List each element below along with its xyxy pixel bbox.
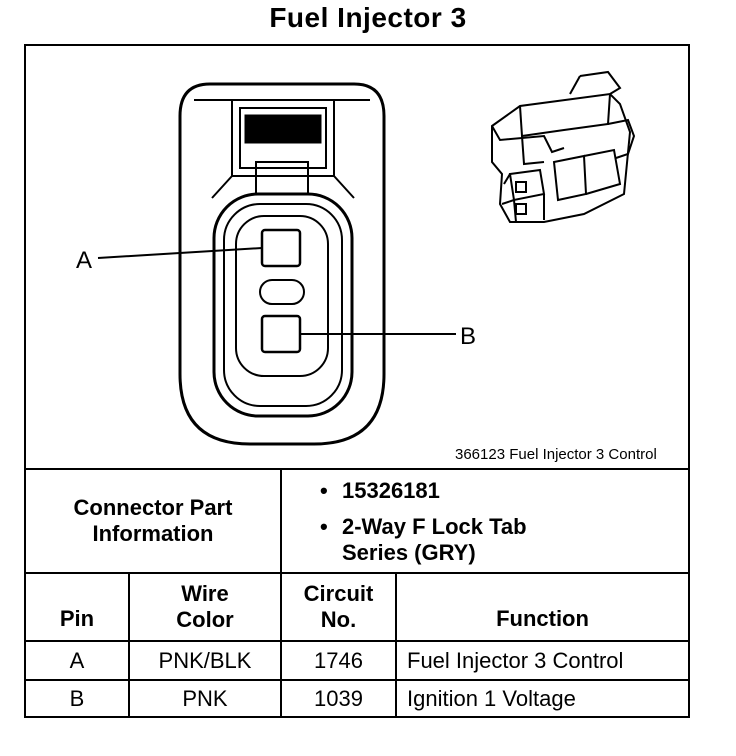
col-divider-1	[128, 572, 130, 718]
header-wire-color: Wire Color	[176, 581, 234, 632]
connector-series-item: •2-Way F Lock Tab Series (GRY)	[320, 514, 527, 565]
info-divider	[280, 468, 282, 718]
diagram-frame	[24, 44, 690, 718]
connector-info-label-line2: Information	[92, 521, 214, 546]
page-title: Fuel Injector 3	[269, 2, 467, 33]
row-b-circuit: 1039	[314, 685, 363, 711]
connector-series: Series (GRY)	[342, 540, 476, 565]
connector-info-bottom-border	[24, 572, 690, 574]
row-b-wire-color: PNK	[182, 685, 228, 711]
diagram-caption: 366123 Fuel Injector 3 Control	[455, 446, 657, 463]
row-a-wire-color: PNK/BLK	[158, 647, 252, 673]
row-a-function: Fuel Injector 3 Control	[407, 647, 624, 673]
row-b-pin: B	[69, 685, 85, 711]
col-divider-3	[395, 572, 397, 718]
part-number-item: •15326181	[320, 478, 440, 503]
header-bottom-border	[24, 640, 690, 642]
header-function: Function	[496, 606, 589, 631]
table-top-border	[24, 468, 690, 470]
header-circuit-no: Circuit No.	[303, 581, 374, 632]
row-a-pin: A	[69, 647, 85, 673]
pin-label-a: A	[76, 247, 92, 274]
connector-face-diagram: A B	[76, 70, 636, 446]
connector-type: 2-Way F Lock Tab	[342, 514, 527, 539]
row-b-function: Ignition 1 Voltage	[407, 685, 576, 711]
row-a-bottom-border	[24, 679, 690, 681]
connector-info-label-line1: Connector Part	[73, 495, 233, 520]
connector-info-label: Connector Part Information	[26, 470, 280, 572]
part-number: 15326181	[342, 478, 440, 503]
header-pin: Pin	[59, 606, 95, 631]
row-a-circuit: 1746	[314, 647, 363, 673]
pin-label-b: B	[460, 323, 476, 350]
